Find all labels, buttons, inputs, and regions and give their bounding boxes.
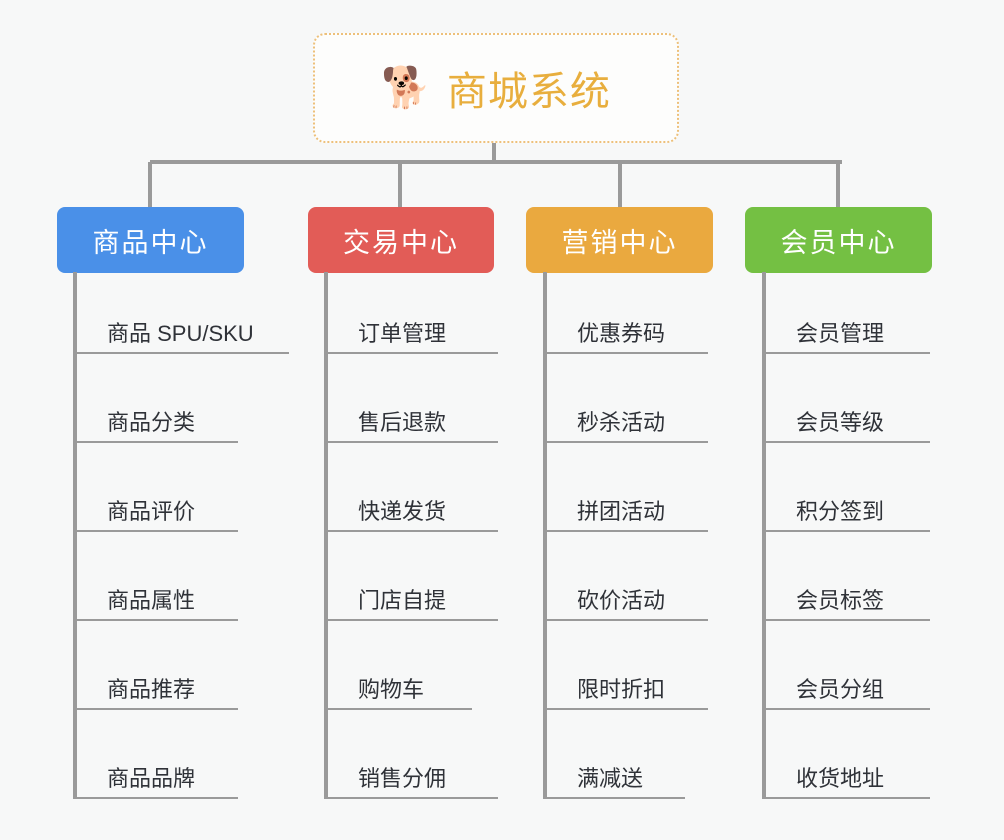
leaf-item[interactable]: 售后退款 (324, 410, 498, 444)
horizontal-bus-connector (150, 160, 842, 164)
leaf-item[interactable]: 秒杀活动 (543, 410, 708, 444)
leaf-item-label: 购物车 (358, 677, 425, 702)
leaf-item[interactable]: 商品评价 (73, 499, 238, 533)
leaf-item-label: 拼团活动 (577, 499, 666, 524)
leaf-item-label: 会员分组 (796, 677, 885, 702)
leaf-item[interactable]: 优惠券码 (543, 321, 708, 355)
branch-drop-connector-trade-center (398, 162, 402, 207)
leaf-item[interactable]: 会员等级 (762, 410, 930, 444)
leaf-item-label: 门店自提 (358, 588, 447, 613)
leaf-item[interactable]: 会员分组 (762, 677, 930, 711)
leaf-item-label: 商品推荐 (107, 677, 196, 702)
category-label-trade-center: 交易中心 (343, 227, 459, 258)
branch-drop-connector-member-center (836, 162, 840, 207)
leaf-item[interactable]: 商品推荐 (73, 677, 238, 711)
leaf-item[interactable]: 商品属性 (73, 588, 238, 622)
category-label-marketing-center: 营销中心 (561, 227, 678, 258)
leaf-item[interactable]: 限时折扣 (543, 677, 708, 711)
leaf-item-label: 商品评价 (107, 499, 196, 524)
leaf-item-label: 会员管理 (796, 321, 885, 346)
leaf-item-label: 积分签到 (796, 499, 885, 524)
leaf-item-label: 满减送 (577, 766, 644, 791)
leaf-item[interactable]: 满减送 (543, 766, 685, 800)
leaf-item-label: 商品品牌 (107, 766, 196, 791)
leaf-item-label: 秒杀活动 (577, 410, 666, 435)
leaf-item[interactable]: 收货地址 (762, 766, 930, 800)
leaf-item[interactable]: 砍价活动 (543, 588, 708, 622)
leaf-item-label: 订单管理 (358, 321, 447, 346)
leaf-item-label: 砍价活动 (577, 588, 666, 613)
leaf-item[interactable]: 拼团活动 (543, 499, 708, 533)
leaf-item[interactable]: 商品品牌 (73, 766, 238, 800)
shiba-dog-face-icon: 🐕 (381, 66, 431, 110)
leaf-item[interactable]: 快递发货 (324, 499, 498, 533)
branch-spine-marketing-center (543, 272, 547, 799)
leaf-item[interactable]: 积分签到 (762, 499, 930, 533)
leaf-item-label: 优惠券码 (577, 321, 666, 346)
leaf-item-label: 销售分佣 (358, 766, 447, 791)
category-label-product-center: 商品中心 (92, 227, 209, 258)
category-box-trade-center[interactable]: 交易中心 (308, 207, 494, 273)
leaf-item-label: 售后退款 (358, 410, 447, 435)
leaf-item[interactable]: 销售分佣 (324, 766, 498, 800)
leaf-item-label: 收货地址 (796, 766, 885, 791)
leaf-item[interactable]: 门店自提 (324, 588, 498, 622)
leaf-item[interactable]: 会员管理 (762, 321, 930, 355)
leaf-item-label: 商品 SPU/SKU (107, 321, 254, 346)
branch-drop-connector-marketing-center (618, 162, 622, 207)
leaf-item[interactable]: 购物车 (324, 677, 472, 711)
category-label-member-center: 会员中心 (780, 227, 897, 258)
branch-spine-member-center (762, 272, 766, 799)
root-drop-connector (492, 143, 496, 164)
leaf-item[interactable]: 订单管理 (324, 321, 498, 355)
leaf-item[interactable]: 会员标签 (762, 588, 930, 622)
leaf-item-label: 会员标签 (796, 588, 885, 613)
branch-spine-product-center (73, 272, 77, 799)
root-node[interactable]: 🐕 商城系统 (313, 33, 679, 143)
leaf-item[interactable]: 商品分类 (73, 410, 238, 444)
branch-spine-trade-center (324, 272, 328, 799)
root-title: 商城系统 (446, 70, 611, 114)
leaf-item[interactable]: 商品 SPU/SKU (73, 321, 289, 355)
leaf-item-label: 商品属性 (107, 588, 196, 613)
category-box-member-center[interactable]: 会员中心 (745, 207, 932, 273)
branch-drop-connector-product-center (148, 162, 152, 207)
leaf-item-label: 会员等级 (796, 410, 885, 435)
leaf-item-label: 快递发货 (358, 499, 447, 524)
category-box-marketing-center[interactable]: 营销中心 (526, 207, 713, 273)
leaf-item-label: 限时折扣 (577, 677, 666, 702)
category-box-product-center[interactable]: 商品中心 (57, 207, 244, 273)
leaf-item-label: 商品分类 (107, 410, 196, 435)
